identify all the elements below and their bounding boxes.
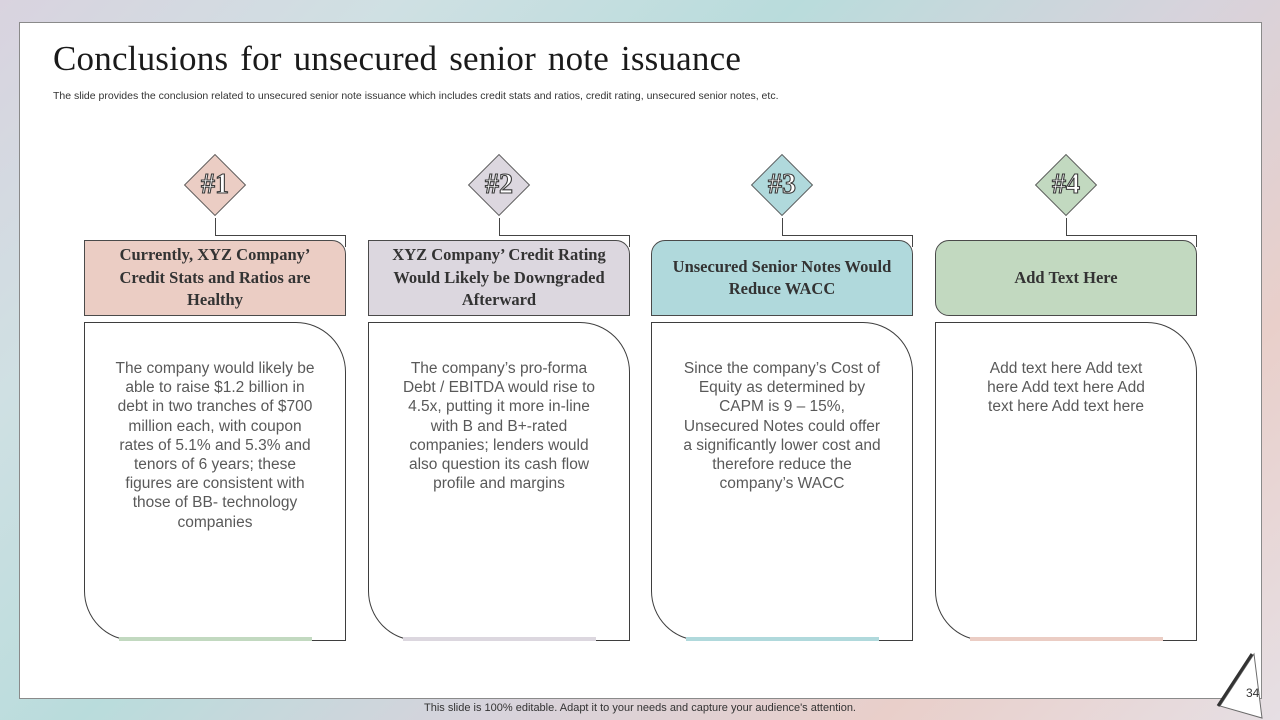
badge-number: #4: [1051, 168, 1080, 200]
connector-line: [215, 218, 216, 235]
card-heading: Currently, XYZ Company’ Credit Stats and…: [84, 240, 346, 316]
conclusion-card-2: #2 XYZ Company’ Credit Rating Would Like…: [368, 23, 630, 700]
connector-line: [1196, 235, 1197, 247]
connector-line: [1066, 218, 1067, 235]
card-body: The company’s pro-forma Debt / EBITDA wo…: [368, 322, 630, 641]
card-body-text: Since the company’s Cost of Equity as de…: [683, 360, 881, 493]
card-body: The company would likely be able to rais…: [84, 322, 346, 641]
accent-line: [119, 637, 312, 641]
page-number: 34: [1246, 686, 1260, 700]
accent-line: [686, 637, 879, 641]
connector-line: [345, 235, 346, 247]
page-corner-triangle-icon: [1216, 652, 1263, 719]
connector-line: [782, 235, 913, 236]
card-body-text: The company would likely be able to rais…: [115, 360, 315, 531]
conclusion-card-3: #3 Unsecured Senior Notes Would Reduce W…: [651, 23, 913, 700]
card-heading: XYZ Company’ Credit Rating Would Likely …: [368, 240, 630, 316]
connector-line: [215, 235, 346, 236]
page-title: Conclusions for unsecured senior note is…: [53, 39, 742, 78]
card-heading: Add Text Here: [935, 240, 1197, 316]
badge-number: #1: [200, 168, 229, 200]
accent-line: [403, 637, 596, 641]
connector-line: [499, 235, 630, 236]
badge-number: #3: [767, 168, 796, 200]
footer-note: This slide is 100% editable. Adapt it to…: [424, 702, 856, 714]
conclusion-card-4: #4 Add Text Here Add text here Add text …: [935, 23, 1197, 700]
card-body-text: Add text here Add text here Add text her…: [987, 360, 1145, 416]
badge-number: #2: [484, 168, 513, 200]
connector-line: [1066, 235, 1197, 236]
card-body-text: The company’s pro-forma Debt / EBITDA wo…: [402, 360, 596, 493]
connector-line: [912, 235, 913, 247]
connector-line: [629, 235, 630, 247]
card-body: Since the company’s Cost of Equity as de…: [651, 322, 913, 641]
card-heading: Unsecured Senior Notes Would Reduce WACC: [651, 240, 913, 316]
conclusion-card-1: #1 Currently, XYZ Company’ Credit Stats …: [84, 23, 346, 700]
accent-line: [970, 637, 1163, 641]
page-subtitle: The slide provides the conclusion relate…: [53, 90, 779, 102]
slide: Conclusions for unsecured senior note is…: [19, 22, 1262, 699]
connector-line: [782, 218, 783, 235]
connector-line: [499, 218, 500, 235]
card-body: Add text here Add text here Add text her…: [935, 322, 1197, 641]
